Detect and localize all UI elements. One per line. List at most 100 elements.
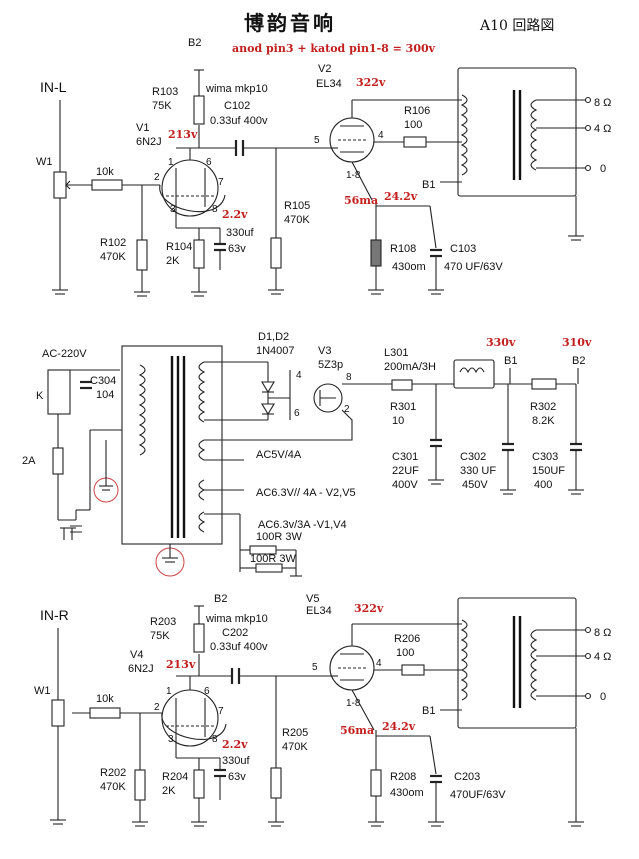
diode-label: D1,D2: [258, 331, 289, 343]
r103-label: R103: [152, 86, 178, 98]
wima-right-label: wima mkp10: [205, 613, 268, 625]
c304-label: C304: [90, 375, 116, 387]
power-transformer: [121, 345, 223, 545]
v3-pin4: 4: [296, 370, 302, 381]
fuse-2a: [52, 447, 64, 475]
input-left-label: IN-L: [40, 79, 67, 95]
v5-pin5: 5: [312, 662, 318, 673]
r302-label: R302: [530, 401, 556, 413]
psu-b2-label: B2: [572, 355, 585, 367]
v1-plate-voltage: 213v: [168, 128, 198, 141]
grid-resistor-r205: [270, 767, 282, 799]
r203-label: R203: [150, 616, 176, 628]
out-right-4ohm: 4 Ω: [594, 651, 611, 663]
v4-pin8: 8: [212, 734, 218, 745]
v4-plate-voltage: 213v: [166, 658, 196, 671]
r106-value: 100: [404, 119, 422, 131]
c203-value: 470UF/63V: [450, 789, 506, 801]
out-right-8ohm: 8 Ω: [594, 627, 611, 639]
v2-pin4: 4: [378, 130, 384, 141]
v4-pin6: 6: [204, 686, 210, 697]
r202-value: 470K: [100, 781, 126, 793]
input-resistor: [91, 179, 123, 191]
v1-pin1: 1: [168, 157, 174, 168]
c102-label: C102: [224, 100, 250, 112]
grid-resistor-r202: [134, 769, 146, 801]
c304-value: 104: [96, 389, 114, 401]
v4-cathode-voltage: 2.2v: [222, 738, 248, 751]
c301-cap: 22UF: [392, 465, 419, 477]
r205-label: R205: [282, 727, 308, 739]
input-resistor-value: 10k: [96, 166, 114, 178]
r108-label: R108: [390, 243, 416, 255]
cathode-cap-value: 330uf: [226, 227, 254, 239]
c301-voltage: 400V: [392, 479, 418, 491]
c102-value: 0.33uf 400v: [210, 115, 268, 127]
plate-resistor-r103: [193, 95, 205, 125]
cathode-cap-right-voltage: 63v: [228, 771, 246, 783]
output-transformer-right: [457, 597, 577, 729]
grid-resistor-r105: [270, 237, 282, 269]
r208-label: R208: [390, 771, 416, 783]
b2-label: B2: [188, 37, 201, 49]
v5-pin4: 4: [376, 658, 382, 669]
v5-type: EL34: [306, 605, 332, 617]
input-resistor-right: [89, 707, 121, 719]
power-switch: [47, 369, 71, 415]
v1-cathode-voltage: 2.2v: [222, 208, 248, 221]
tube-v2: [329, 117, 375, 163]
screen-resistor-r106: [403, 136, 427, 148]
v2-pin1-8: 1-8: [346, 170, 361, 181]
v2-label: V2: [318, 63, 331, 75]
hum-resistor-2: [255, 563, 283, 573]
w1-right-label: W1: [34, 685, 51, 697]
v1-pin2: 2: [154, 172, 160, 183]
volume-potentiometer-right: [51, 699, 65, 727]
r302-value: 8.2K: [532, 415, 555, 427]
right-channel: IN-R W1 10k R202 470K V4 6N2J 1 6 2 7 3 …: [34, 593, 611, 827]
r206-value: 100: [396, 647, 414, 659]
left-channel: IN-L W1 10k R102 470K V1 6N2J 1 6 2 7 3 …: [36, 37, 611, 297]
v1-type: 6N2J: [136, 136, 162, 148]
r204-value: 2K: [162, 785, 176, 797]
switch-label: K: [36, 390, 44, 402]
heater-6v3-b: AC6.3v/3A -V1,V4: [258, 519, 347, 531]
c303-voltage: 400: [534, 479, 552, 491]
hum-resistor-a: 100R 3W: [256, 531, 302, 543]
r102-value: 470K: [100, 251, 126, 263]
v5-current: 56ma: [340, 724, 374, 737]
r302-resistor: [531, 378, 557, 390]
out-0: 0: [600, 163, 606, 175]
cathode-cap-voltage: 63v: [228, 243, 246, 255]
power-supply: AC-220V K C304 104 2A D: [22, 331, 592, 577]
diode-d1: [261, 381, 275, 394]
volume-potentiometer: [53, 171, 67, 199]
diode-type: 1N4007: [256, 345, 295, 357]
v3-type: 5Z3p: [318, 359, 343, 371]
diode-d2: [261, 403, 275, 416]
r104-value: 2K: [166, 255, 180, 267]
v5-cathode-voltage: 24.2v: [382, 720, 416, 733]
b1-right-label: B1: [422, 705, 435, 717]
v3-pin8: 8: [346, 372, 352, 383]
v2-type: EL34: [316, 78, 342, 90]
v3-pin6: 6: [294, 408, 300, 419]
wima-label: wima mkp10: [205, 83, 268, 95]
v4-type: 6N2J: [128, 663, 154, 675]
model-title: A10 回路図: [479, 18, 554, 34]
ac-input-label: AC-220V: [42, 348, 87, 360]
r301-resistor: [391, 379, 413, 391]
r205-value: 470K: [282, 741, 308, 753]
c302-label: C302: [460, 451, 486, 463]
v4-pin3: 3: [168, 734, 174, 745]
out-8ohm: 8 Ω: [594, 97, 611, 109]
psu-b1-label: B1: [504, 355, 517, 367]
cathode-resistor-r204: [193, 769, 205, 799]
cathode-resistor-r108: [370, 239, 382, 267]
v5-label: V5: [306, 593, 319, 605]
r103-value: 75K: [152, 100, 172, 112]
fuse-label: 2A: [22, 455, 36, 467]
screen-resistor-r206: [401, 664, 425, 676]
v4-pin1: 1: [166, 686, 172, 697]
v5-anode-voltage: 322v: [354, 602, 384, 615]
